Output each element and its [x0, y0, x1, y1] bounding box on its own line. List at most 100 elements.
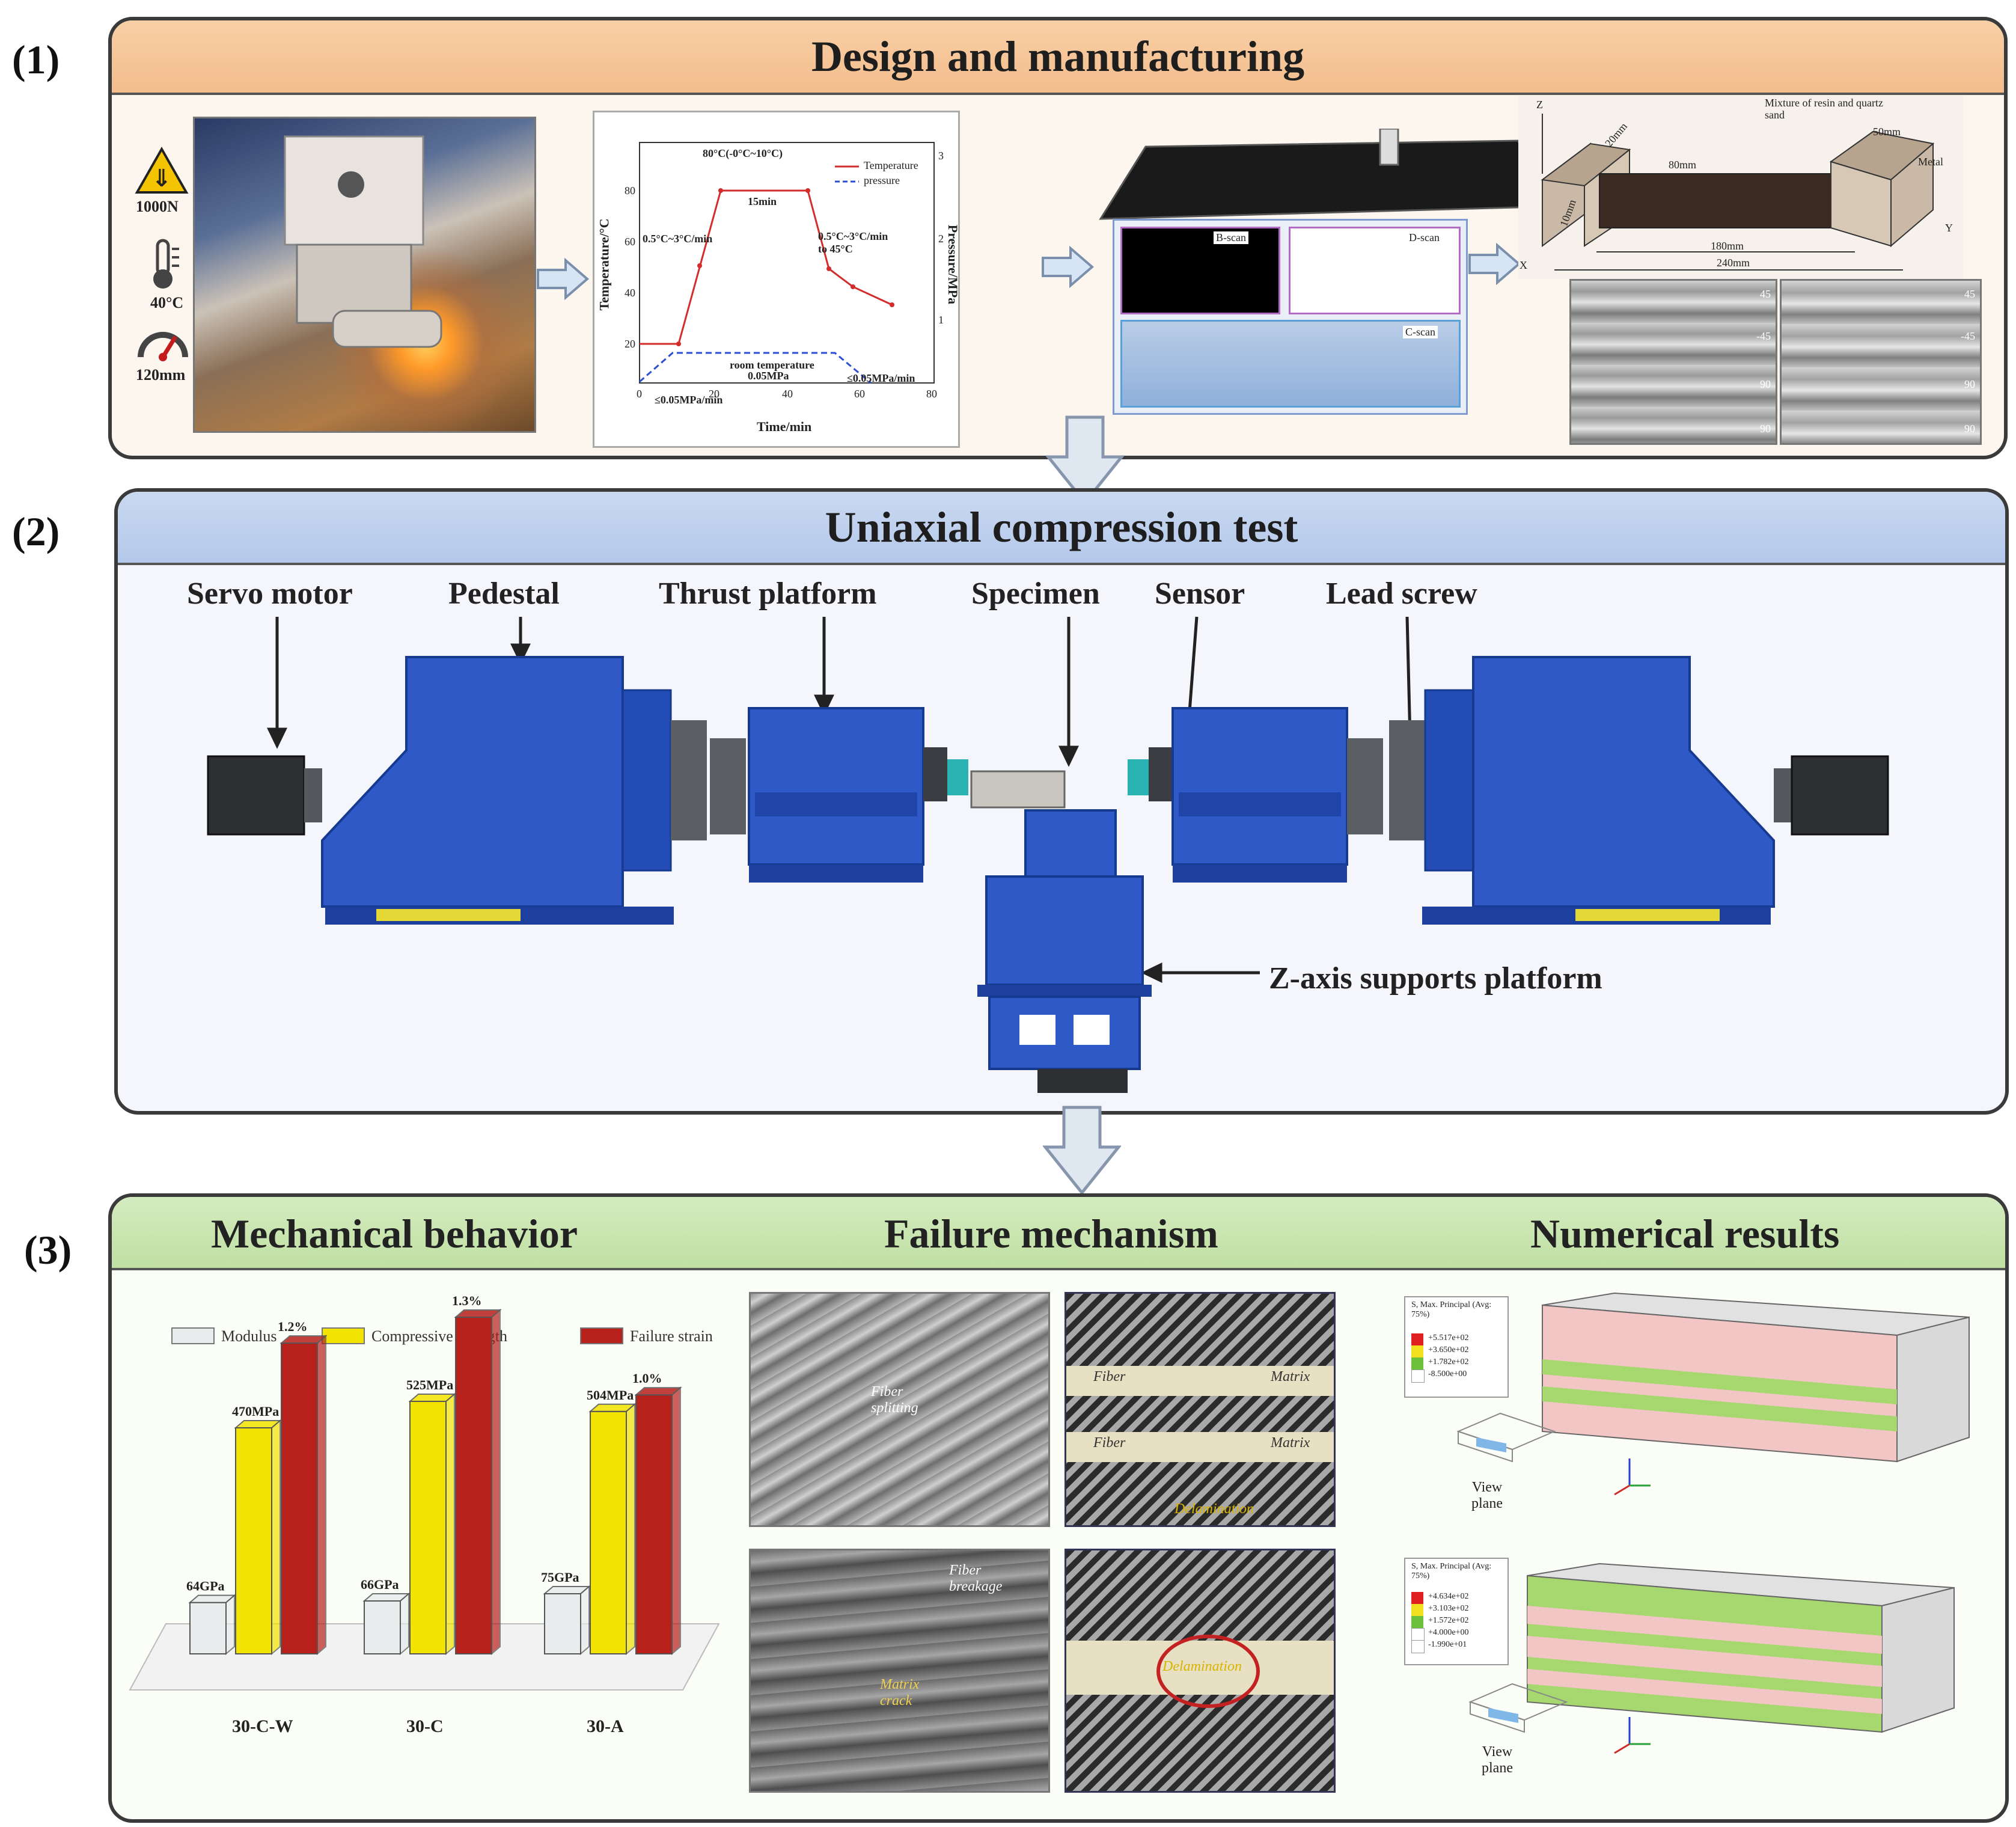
fe-legend-title: S, Max. Principal (Avg: 75%) [1411, 1300, 1492, 1319]
label-lead-screw: Lead screw [1326, 577, 1477, 611]
flow-arrow-icon [1467, 242, 1521, 287]
axis-y-label: Y [1945, 222, 1953, 234]
ply-label: 90 [1760, 378, 1771, 390]
y-right-tick: 2 [938, 233, 944, 245]
bar [544, 1593, 581, 1654]
view-plane-label: View plane [1482, 1744, 1513, 1776]
data-label: 470MPa [232, 1404, 279, 1419]
axis-x-label: X [1520, 259, 1527, 271]
y-left-tick: 20 [625, 338, 635, 350]
fe-model-bottom [1527, 1562, 1955, 1733]
sem-fiber-splitting: Fiber splitting [749, 1292, 1050, 1527]
temperature-value: 40°C [150, 294, 184, 311]
label-thrust-platform: Thrust platform [659, 577, 877, 611]
curing-profile-chart: Temperature pressure 80°C(-0°C~10°C) 15m… [593, 111, 961, 448]
x-tick: 60 [854, 388, 865, 400]
flow-arrow-icon [1040, 245, 1095, 290]
flow-arrow-icon [536, 257, 590, 302]
bar-side [671, 1386, 681, 1656]
legend-pressure: pressure [864, 174, 900, 186]
schematic-label-delamination: Delamination [1162, 1659, 1242, 1674]
micrograph-left: 45 -45 90 90 [1569, 279, 1777, 445]
ply-label: 90 [1964, 423, 1975, 435]
panel-3-header [112, 1197, 2005, 1270]
panel-design-manufacturing: Design and manufacturing ⇓ 1000N 40°C 12… [108, 17, 2008, 459]
label-specimen: Specimen [971, 577, 1100, 611]
bar [590, 1410, 627, 1655]
y-left-tick: 80 [625, 185, 635, 197]
panel-2-label: (2) [12, 509, 60, 554]
ultrasonic-scan-screen: B-scan D-scan C-scan [1113, 219, 1468, 415]
data-label: 75GPa [541, 1570, 579, 1585]
fe-legend-value: +1.572e+02 [1428, 1616, 1469, 1625]
schematic-label-delamination: Delamination [1174, 1501, 1254, 1517]
bar-side [225, 1594, 235, 1656]
label-servo-motor: Servo motor [187, 577, 353, 611]
specimen-drawing: Mixture of resin and quartz sand Metal 8… [1518, 96, 1963, 279]
sem-label-matrix-crack: Matrix crack [880, 1677, 920, 1709]
ply-label: -45 [1961, 330, 1975, 342]
speed-value: 120mm [136, 366, 186, 384]
sem-fiber-breakage: Fiber breakage Matrix crack [749, 1549, 1050, 1793]
label-sensor: Sensor [1155, 577, 1245, 611]
micrograph-right: 45 -45 90 90 [1780, 279, 1982, 445]
fe-legend-value: +3.650e+02 [1428, 1345, 1469, 1354]
schematic-label-fiber: Fiber [1093, 1369, 1126, 1385]
data-label: 66GPa [361, 1577, 399, 1592]
legend-label: Failure strain [630, 1327, 713, 1345]
x-axis-title: Time/min [757, 419, 812, 434]
data-label: 64GPa [186, 1579, 225, 1594]
bar-side [626, 1403, 635, 1656]
label-metal: Metal [1918, 156, 1943, 168]
x-tick: 20 [709, 388, 719, 400]
legend-swatch [171, 1327, 215, 1344]
label-resin-mixture: Mixture of resin and quartz sand [1765, 97, 1883, 121]
panel-1-label: (1) [12, 37, 60, 82]
bar [409, 1401, 447, 1654]
dim-50mm: 50mm [1873, 126, 1901, 138]
down-arrow-icon [1042, 1105, 1122, 1198]
c-scan-label: C-scan [1403, 326, 1438, 338]
fiber-placement-photo [193, 117, 536, 433]
schematic-label-matrix: Matrix [1271, 1435, 1310, 1451]
category-label: 30-C [406, 1716, 444, 1736]
panel-3-label: (3) [24, 1227, 72, 1273]
bar-side [580, 1585, 590, 1656]
axis-triad-icon [1614, 1717, 1651, 1754]
dim-180mm: 180mm [1711, 240, 1744, 252]
compression-machine-drawing [207, 616, 1889, 1093]
y-axis-left-title: Temperature/°C [596, 218, 612, 311]
view-plane-label: View plane [1471, 1480, 1503, 1511]
category-label: 30-C-W [232, 1716, 293, 1736]
legend-label: Modulus [221, 1327, 276, 1345]
legend-temperature: Temperature [864, 159, 918, 171]
annotation-pressure: 0.05MPa [748, 370, 789, 382]
annotation-pressure-rate-down: ≤0.05MPa/min [847, 372, 915, 384]
d-scan-view [1289, 227, 1461, 314]
panel-uniaxial-compression: Uniaxial compression test Servo motor Pe… [114, 488, 2009, 1115]
ply-label: 90 [1760, 423, 1771, 435]
sem-label-fiber-splitting: Fiber splitting [871, 1384, 918, 1416]
axis-triad-icon [1614, 1458, 1651, 1496]
speed-gauge-icon [136, 321, 190, 366]
fe-legend-value: -8.500e+00 [1428, 1369, 1467, 1379]
fe-legend-value: +1.782e+02 [1428, 1357, 1469, 1366]
schematic-label-fiber: Fiber [1093, 1435, 1126, 1451]
y-right-tick: 1 [938, 314, 944, 326]
ply-label: 45 [1964, 288, 1975, 300]
sem-label-fiber-breakage: Fiber breakage [949, 1562, 1003, 1594]
fe-legend-bottom: S, Max. Principal (Avg: 75%) +4.634e+02 … [1404, 1558, 1509, 1665]
force-value: 1000N [136, 198, 179, 215]
down-arrow-icon [1045, 415, 1125, 507]
dim-80mm: 80mm [1669, 159, 1697, 171]
data-label: 1.3% [452, 1293, 482, 1308]
section-title-numerical: Numerical results [1530, 1211, 1840, 1256]
legend-swatch [580, 1327, 623, 1344]
section-title-failure: Failure mechanism [884, 1211, 1218, 1256]
data-label: 525MPa [406, 1377, 453, 1392]
ply-label: 90 [1964, 378, 1975, 390]
bar [635, 1394, 673, 1654]
fe-legend-top: S, Max. Principal (Avg: 75%) +5.517e+02 … [1404, 1296, 1509, 1398]
schematic-label-matrix: Matrix [1271, 1369, 1310, 1385]
